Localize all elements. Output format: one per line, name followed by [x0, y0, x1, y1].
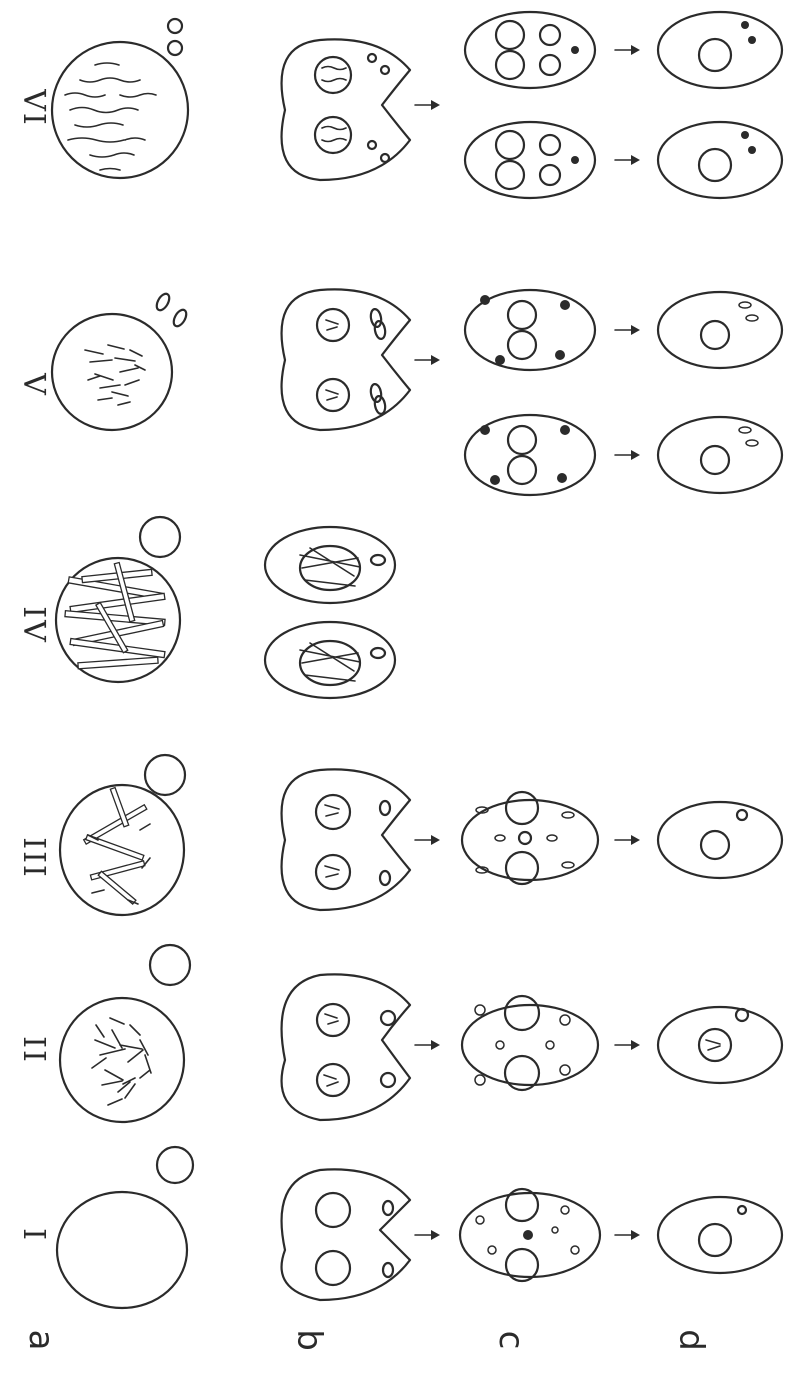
cell-a-III: [60, 755, 185, 915]
cell-c-I: [460, 1189, 600, 1281]
chromosome-rods-IV: [65, 563, 165, 669]
row-c-cells: [460, 12, 600, 1281]
cell-d-II: [658, 1007, 782, 1083]
cell-d-V-lower: [658, 417, 782, 493]
row-d-cells: [658, 12, 782, 1273]
column-label-I: I: [16, 1228, 51, 1242]
cell-c-VI-upper: [465, 12, 595, 88]
chromatin-tangle-II: [92, 1018, 151, 1105]
cell-d-VI-upper: [658, 12, 782, 88]
cell-d-I: [658, 1197, 782, 1273]
column-label-II: II: [16, 1036, 51, 1064]
cell-c-II: [462, 996, 598, 1090]
cell-c-V-lower: [465, 415, 595, 495]
row-label-d: d: [671, 1329, 711, 1351]
row-label-a: a: [21, 1330, 61, 1351]
cell-a-VI: [52, 19, 188, 178]
cell-d-III: [658, 802, 782, 878]
row-label-b: b: [289, 1329, 329, 1351]
cell-b-IV-top: [265, 527, 395, 603]
column-label-VI: VI: [16, 88, 51, 127]
cell-a-V: [52, 292, 189, 430]
column-label-III: III: [16, 837, 51, 879]
cell-b-VI: [282, 39, 410, 180]
cell-b-III: [282, 769, 410, 910]
arrows-c-to-d: [615, 45, 640, 1240]
column-label-IV: IV: [16, 606, 51, 644]
cell-b-I: [282, 1169, 410, 1300]
cell-c-V-upper: [465, 290, 595, 370]
column-label-V: V: [16, 372, 51, 397]
cell-a-II: [60, 945, 190, 1122]
cell-a-I: [57, 1147, 193, 1308]
row-label-c: c: [491, 1331, 531, 1350]
cell-d-V-upper: [658, 292, 782, 368]
cell-b-V: [282, 289, 410, 430]
cell-d-VI-lower: [658, 122, 782, 198]
row-a-cells: [52, 19, 193, 1308]
arrows-b-to-c: [415, 100, 440, 1240]
cell-b-II: [282, 974, 410, 1120]
cell-c-III: [462, 792, 598, 884]
cell-a-IV: [56, 517, 180, 682]
chromosome-rods-III: [84, 788, 150, 905]
row-b-cells: [265, 39, 410, 1300]
cell-c-VI-lower: [465, 122, 595, 198]
cell-b-IV-bottom: [265, 622, 395, 698]
